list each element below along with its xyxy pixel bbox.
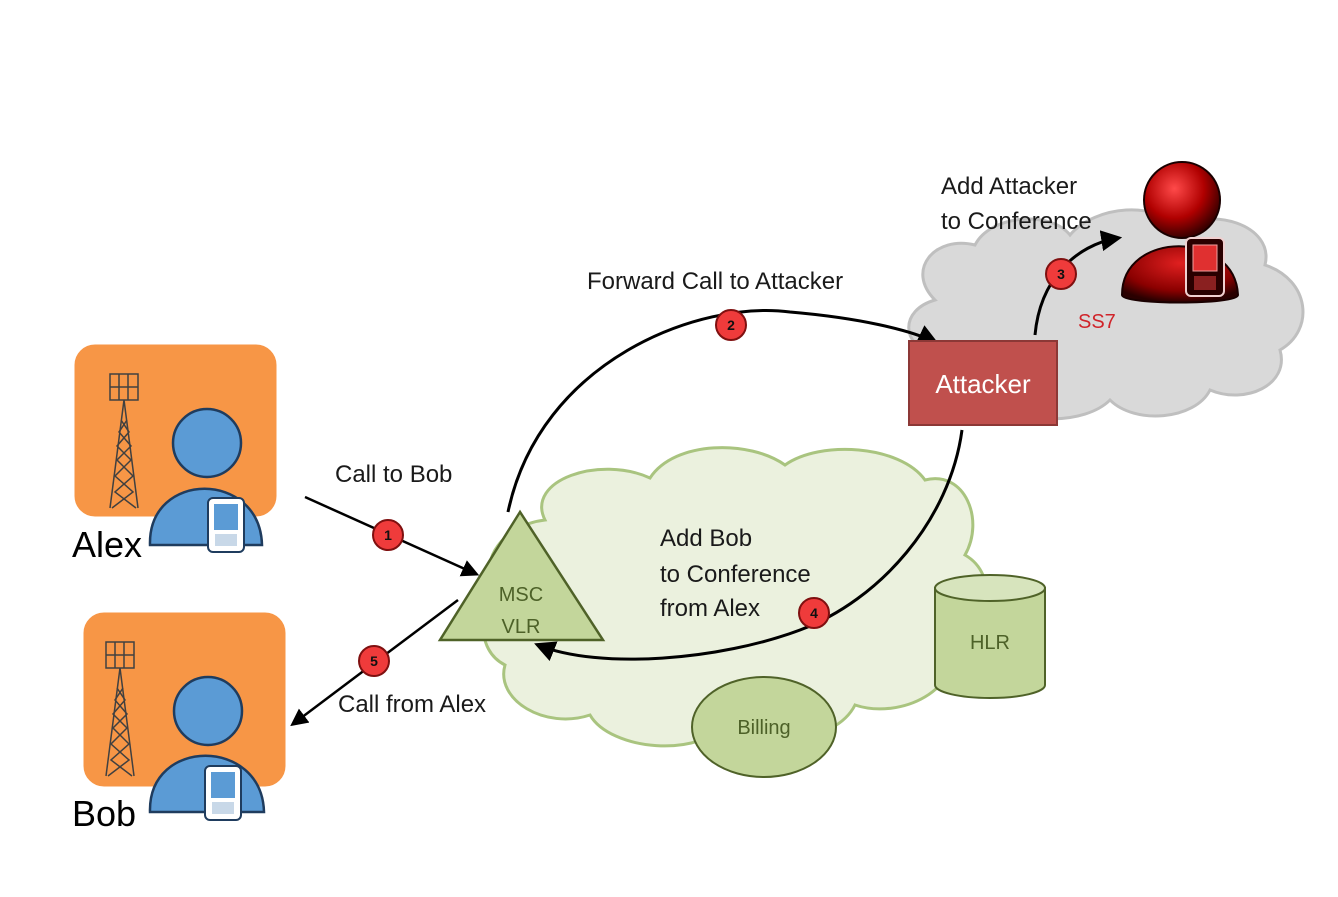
- step-4-number: 4: [810, 605, 818, 621]
- operator-network-cloud: [482, 446, 988, 748]
- step-5-badge: 5: [358, 645, 390, 677]
- msc-label: MSC: [499, 584, 543, 606]
- cell-tower-icon: [109, 373, 139, 509]
- ss7-label: SS7: [1078, 311, 1116, 333]
- alex-user: Alex: [71, 341, 280, 565]
- step-5-number: 5: [370, 653, 378, 669]
- bob-name: Bob: [72, 793, 136, 834]
- bob-user: Bob: [72, 609, 289, 834]
- step-4-label-line-1: Add Bob: [660, 525, 752, 552]
- mobile-phone-icon: [1185, 237, 1225, 297]
- step-2-number: 2: [727, 317, 735, 333]
- step-3-label-line-1: Add Attacker: [941, 173, 1077, 200]
- step-2-label: Forward Call to Attacker: [587, 268, 843, 295]
- step-4-label-line-3: from Alex: [660, 595, 760, 622]
- bob-person-icon: [148, 675, 266, 821]
- mobile-phone-icon: [204, 765, 242, 821]
- step-5-label: Call from Alex: [338, 691, 486, 718]
- alex-person-icon: [148, 407, 264, 553]
- forward-call-arrow: [506, 309, 939, 513]
- msc-vlr-node: MSC VLR: [437, 509, 606, 642]
- vlr-label: VLR: [502, 616, 541, 638]
- step-1-badge: 1: [372, 519, 404, 551]
- mobile-phone-icon: [207, 497, 245, 553]
- alex-name: Alex: [72, 524, 142, 565]
- step-4-label-line-2: to Conference: [660, 561, 811, 588]
- add-bob-arrow: [534, 429, 964, 662]
- attacker-node: Attacker: [908, 340, 1058, 426]
- hlr-label: HLR: [970, 632, 1010, 654]
- step-1-label: Call to Bob: [335, 461, 452, 488]
- step-3-number: 3: [1057, 266, 1065, 282]
- billing-node: Billing: [691, 676, 837, 778]
- step-3-badge: 3: [1045, 258, 1077, 290]
- step-3-label-line-2: to Conference: [941, 208, 1092, 235]
- hlr-database: HLR: [934, 574, 1046, 699]
- step-2-badge: 2: [715, 309, 747, 341]
- cell-tower-icon: [105, 641, 135, 777]
- step-1-number: 1: [384, 527, 392, 543]
- attacker-label: Attacker: [935, 369, 1031, 399]
- attacker-person-icon: [1120, 161, 1240, 304]
- billing-label: Billing: [737, 717, 790, 739]
- step-4-badge: 4: [798, 597, 830, 629]
